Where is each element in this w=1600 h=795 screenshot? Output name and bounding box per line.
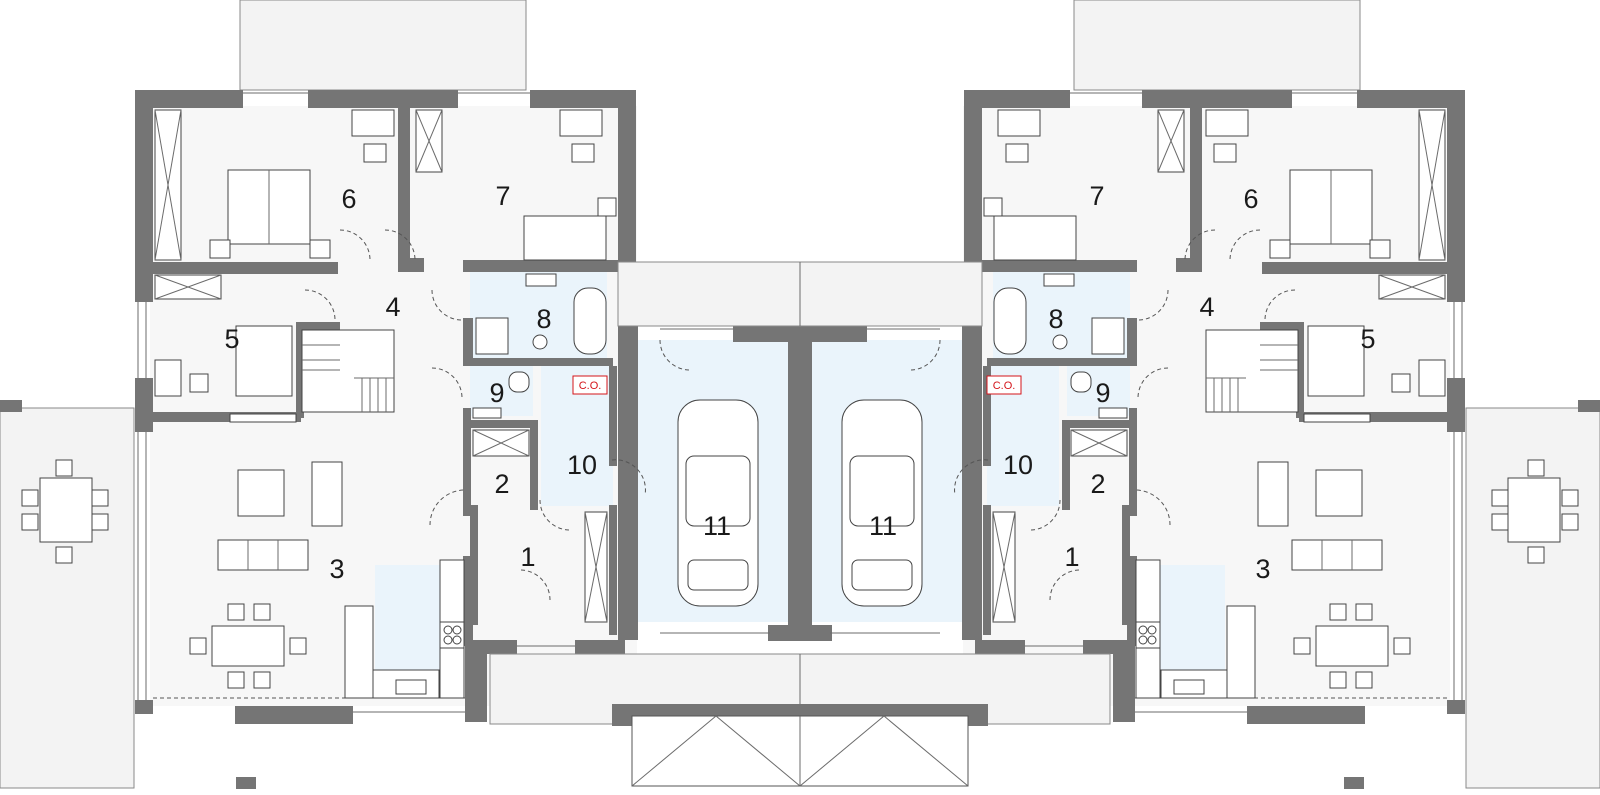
room-number-4-right: 4 <box>1199 292 1214 322</box>
boiler-label-right: C.O. <box>993 380 1016 392</box>
room-number-9-left: 9 <box>489 378 504 408</box>
room-number-6-right: 6 <box>1243 184 1258 214</box>
room-number-3-left: 3 <box>329 554 344 584</box>
unit-left <box>0 0 804 789</box>
room-number-5-left: 5 <box>224 324 239 354</box>
boiler-label-left: C.O. <box>579 380 602 392</box>
room-number-8-left: 8 <box>536 304 551 334</box>
boiler-marker-right <box>986 375 1022 395</box>
room-number-10-left: 10 <box>567 450 597 480</box>
room-number-7-right: 7 <box>1089 181 1104 211</box>
room-number-7-left: 7 <box>495 181 510 211</box>
room-number-11-left: 11 <box>703 511 731 541</box>
kitchen-floor-left <box>375 565 440 690</box>
room-number-1-left: 1 <box>520 542 535 572</box>
balcony-left-top <box>239 0 527 91</box>
room-number-4-left: 4 <box>385 292 400 322</box>
room-number-3-right: 3 <box>1255 554 1270 584</box>
car-icon <box>677 399 759 607</box>
room-number-11-right: 11 <box>869 511 897 541</box>
room-number-2-right: 2 <box>1090 469 1105 499</box>
room-number-8-right: 8 <box>1048 304 1063 334</box>
boiler-marker-left <box>572 375 608 395</box>
room-number-1-right: 1 <box>1064 542 1079 572</box>
room-number-9-right: 9 <box>1095 378 1110 408</box>
unit-right <box>796 0 1600 789</box>
room-number-10-right: 10 <box>1003 450 1033 480</box>
driveway <box>489 261 1111 787</box>
room-number-5-right: 5 <box>1360 324 1375 354</box>
room-number-6-left: 6 <box>341 184 356 214</box>
room-number-2-left: 2 <box>494 469 509 499</box>
